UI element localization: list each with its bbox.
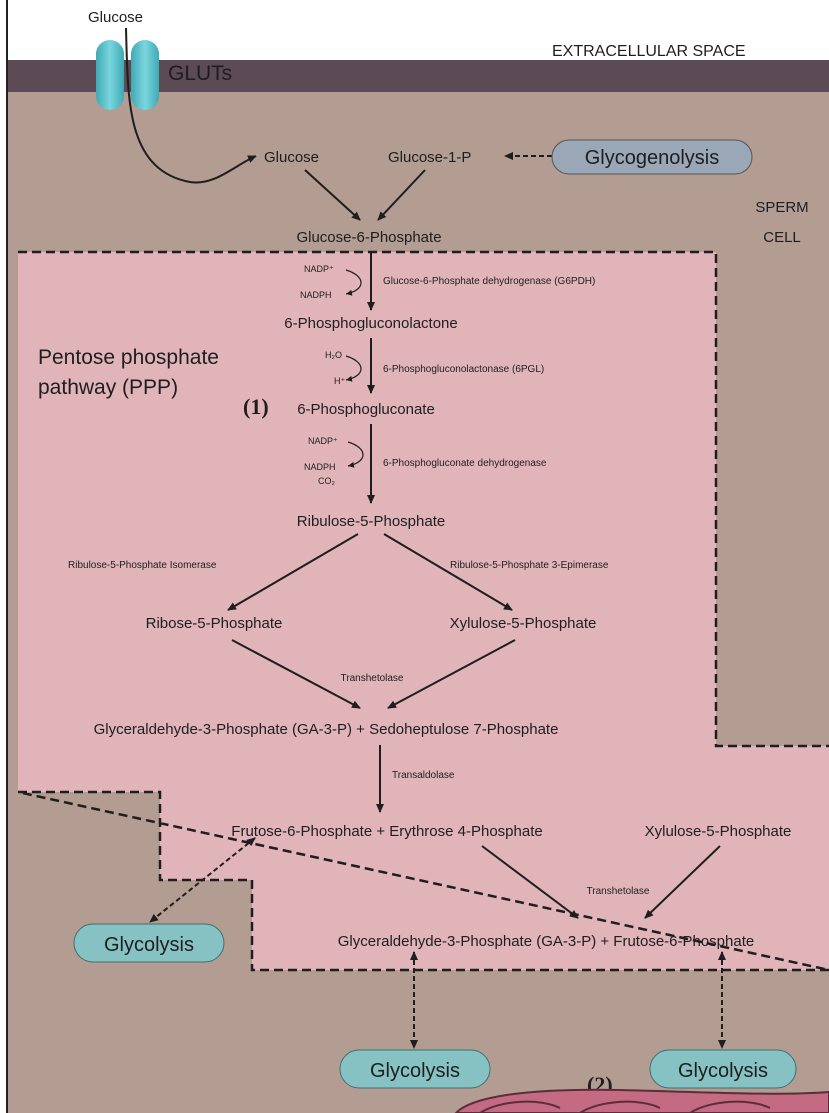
xylulose-to-f6p-arrow (644, 845, 721, 919)
xylulose-to-ga3p-arrow (387, 639, 516, 709)
ppp-region (18, 252, 829, 970)
pgd-enzyme-label: 6-Phosphogluconate dehydrogenase (383, 458, 547, 469)
ga3p-sedoheptulose-label: Glyceraldehyde-3-Phosphate (GA-3-P) + Se… (94, 721, 559, 738)
f6p-e4p-label: Frutose-6-Phosphate + Erythrose 4-Phosph… (231, 823, 542, 840)
ppp-title-line2: pathway (PPP) (38, 376, 178, 399)
gluts-label: GLUTs (168, 62, 232, 85)
epimerase-arrow (383, 533, 513, 611)
cell-label: CELL (763, 229, 801, 246)
glycolysis-label-middle: Glycolysis (370, 1060, 460, 1082)
ribose-to-ga3p-arrow (231, 639, 361, 709)
ribose-5p-label: Ribose-5-Phosphate (146, 615, 283, 632)
pgl-enzyme-label: 6-Phosphogluconolactonase (6PGL) (383, 364, 544, 375)
glut-transporter-icon (96, 40, 159, 110)
glycolysis-pill-right (649, 1049, 797, 1089)
isomerase-arrow (227, 533, 359, 611)
glucose-6p-label: Glucose-6-Phosphate (296, 229, 441, 246)
nadp-cofactor-2: NADP⁺ (308, 436, 338, 446)
cell-membrane (6, 60, 829, 92)
glycolysis-label-left: Glycolysis (104, 934, 194, 956)
h2o-cofactor: H₂O (325, 350, 342, 360)
transketolase-enzyme-label-1: Transhetolase (341, 673, 404, 684)
co2-cofactor: CO₂ (318, 476, 336, 486)
glucose-uptake-arrow (125, 27, 257, 184)
extracellular-space-label: EXTRACELLULAR SPACE (552, 43, 746, 60)
nadph-cofactor-1: NADPH (300, 290, 332, 300)
isomerase-enzyme-label: Ribulose-5-Phosphate Isomerase (68, 560, 217, 571)
g1p-to-g6p-arrow (377, 169, 426, 221)
g6pdh-enzyme-label: Glucose-6-Phosphate dehydrogenase (G6PDH… (383, 276, 595, 287)
epimerase-enzyme-label: Ribulose-5-Phosphate 3-Epimerase (450, 560, 609, 571)
cofactor-curve-1 (345, 269, 362, 296)
glucose-extracellular-label: Glucose (88, 9, 143, 26)
e4p-to-f6p-arrow (481, 845, 579, 919)
glucose-label: Glucose (264, 149, 319, 166)
transketolase-enzyme-label-2: Transhetolase (587, 886, 650, 897)
phosphogluconate-label: 6-Phosphogluconate (297, 401, 435, 418)
ga3p-f6p-label: Glyceraldehyde-3-Phosphate (GA-3-P) + Fr… (338, 933, 754, 950)
glucose-1p-label: Glucose-1-P (388, 149, 471, 166)
glycogenolysis-label: Glycogenolysis (585, 147, 720, 169)
hplus-cofactor: H⁺ (334, 376, 345, 386)
xylulose-5p-lower-label: Xylulose-5-Phosphate (645, 823, 792, 840)
transaldolase-enzyme-label: Transaldolase (392, 770, 455, 781)
cofactor-curve-3 (347, 441, 364, 468)
cofactor-curve-2 (345, 355, 362, 382)
glycogenolysis-pill (551, 139, 753, 175)
sperm-label: SPERM (755, 199, 808, 216)
ppp-title-line1: Pentose phosphate (38, 346, 219, 369)
nadp-cofactor-1: NADP⁺ (304, 264, 334, 274)
left-border (6, 0, 8, 1113)
glycolysis-label-right: Glycolysis (678, 1060, 768, 1082)
glycolysis-pill-left (73, 923, 225, 963)
glycolysis-pill-middle (339, 1049, 491, 1089)
xylulose-5p-label: Xylulose-5-Phosphate (450, 615, 597, 632)
glucose-to-g6p-arrow (304, 169, 361, 221)
ribulose-5p-label: Ribulose-5-Phosphate (297, 513, 445, 530)
phosphogluconolactone-label: 6-Phosphogluconolactone (284, 315, 457, 332)
ppp-number-label: (1) (243, 394, 269, 419)
mitochondrion-icon (454, 1088, 829, 1113)
nadph-cofactor-2: NADPH (304, 462, 336, 472)
f6p-glycolysis-link (149, 837, 256, 923)
